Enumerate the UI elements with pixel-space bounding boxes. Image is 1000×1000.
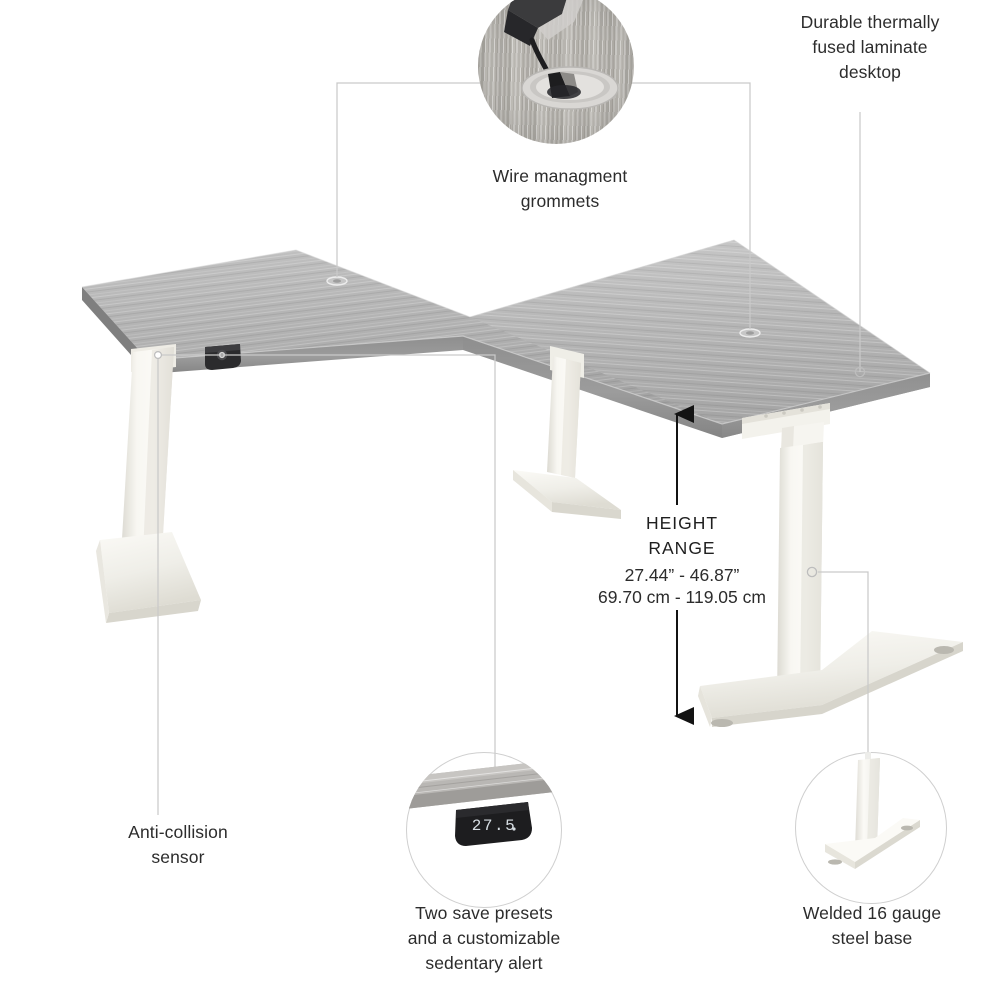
grommet-detail-bubble	[478, 0, 634, 144]
height-range-centimeters: 69.70 cm - 119.05 cm	[598, 587, 766, 607]
callout-save-presets: Two save presets and a customizable sede…	[407, 903, 561, 973]
height-range-inches: 27.44” - 46.87”	[624, 565, 740, 585]
callout-anti-collision-sensor: Anti-collision sensor	[128, 822, 228, 867]
callout-welded-steel-base: Welded 16 gauge steel base	[802, 903, 942, 948]
control-panel-bubble-outline	[406, 752, 562, 908]
height-range-heading: HEIGHT RANGE	[645, 513, 719, 559]
control-panel-display: 27.5	[472, 817, 516, 835]
steel-base-detail-bubble	[795, 752, 947, 904]
control-panel-detail-bubble: 27.5	[406, 752, 562, 908]
callout-durable-laminate-desktop: Durable thermally fused laminate desktop	[800, 12, 940, 82]
callout-wire-management-grommets: Wire managment grommets	[492, 166, 628, 211]
grommet-bubble-image	[478, 0, 634, 144]
